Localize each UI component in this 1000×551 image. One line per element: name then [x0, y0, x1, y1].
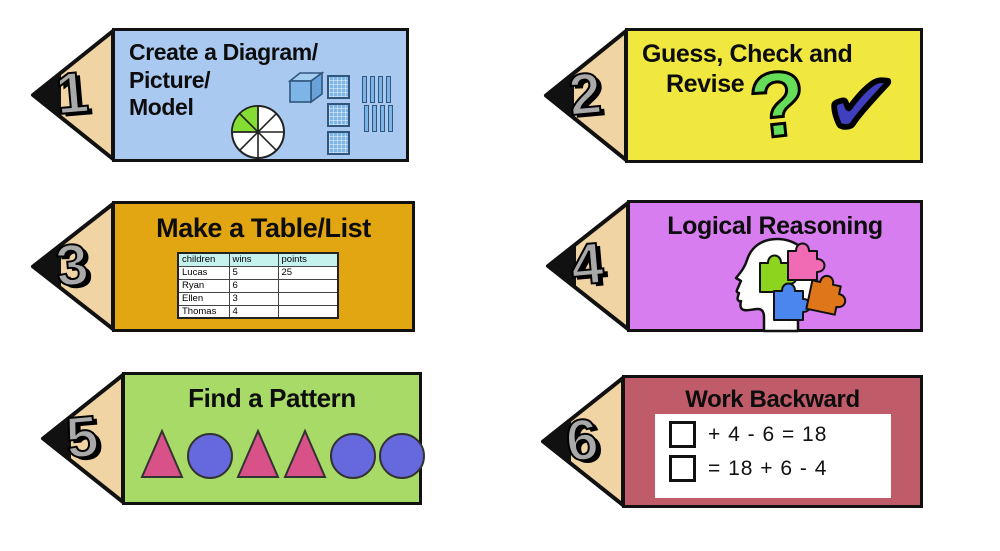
head-puzzle-icon [734, 237, 847, 333]
pattern-row [139, 427, 426, 481]
check-mark-icon: ✔ [821, 52, 901, 157]
strategy-card-4: 4 Logical Reasoning [545, 200, 923, 333]
strategy-card-1: 1 Create a Diagram/ Picture/ Model [30, 28, 409, 162]
card-title: Create a Diagram/ Picture/ Model [129, 39, 318, 121]
pencil-number: 1 [52, 59, 92, 129]
pencil-wood: 2 [543, 28, 628, 163]
card-title: Work Backward [685, 386, 860, 413]
pencil-wood: 1 [30, 28, 115, 162]
pencil-number: 2 [565, 59, 605, 129]
card-face: Make a Table/List children wins points L… [112, 201, 415, 332]
card-face: Find a Pattern [122, 372, 425, 505]
card-title: Logical Reasoning [667, 212, 883, 240]
pencil-number: 4 [567, 230, 607, 300]
card-title: Find a Pattern [188, 383, 356, 413]
card-face: Work Backward + 4 - 6 = 18 = 18 + 6 - 4 [622, 375, 923, 508]
triangle-icon [140, 428, 184, 478]
strategy-card-3: 3 Make a Table/List children wins points… [30, 201, 415, 332]
triangle-icon [283, 428, 327, 478]
base-ten-rods-icon [362, 76, 396, 134]
blank-square-icon [669, 421, 696, 448]
pencil-wood: 4 [545, 200, 630, 332]
equation-text: + 4 - 6 = 18 [708, 422, 828, 446]
card-title: Make a Table/List [156, 213, 371, 243]
card-face: Guess, Check and Revise ? ✔ [625, 28, 923, 163]
blank-square-icon [669, 455, 696, 482]
pencil-wood: 5 [40, 372, 125, 505]
pencil-wood: 3 [30, 201, 115, 332]
triangle-icon [236, 428, 280, 478]
base-ten-cube-icon [287, 71, 325, 104]
card-face: Logical Reasoning [627, 200, 923, 333]
equation-row: + 4 - 6 = 18 [669, 421, 891, 448]
table-header: points [277, 252, 339, 267]
fraction-pie-icon [231, 105, 285, 159]
equation-row: = 18 + 6 - 4 [669, 455, 891, 482]
circle-icon [330, 433, 376, 479]
equation-box: + 4 - 6 = 18 = 18 + 6 - 4 [655, 414, 891, 498]
circle-icon [379, 433, 425, 479]
pencil-number: 5 [62, 402, 102, 472]
strategy-card-2: 2 Guess, Check and Revise ? ✔ [543, 28, 923, 163]
equation-text: = 18 + 6 - 4 [708, 456, 828, 480]
pencil-number: 3 [52, 230, 92, 300]
card-face: Create a Diagram/ Picture/ Model [112, 28, 409, 162]
card-title: Guess, Check and Revise [642, 40, 853, 98]
circle-icon [187, 433, 233, 479]
base-ten-flats-icon [327, 75, 350, 159]
strategy-card-5: 5 Find a Pattern [40, 372, 425, 505]
pencil-wood: 6 [540, 375, 625, 508]
table-header: wins [228, 252, 279, 267]
question-mark-icon: ? [743, 50, 813, 160]
pencil-number: 6 [562, 405, 602, 475]
strategy-card-6: 6 Work Backward + 4 - 6 = 18 = 18 + 6 - … [540, 375, 923, 508]
table-header: children [177, 252, 230, 267]
